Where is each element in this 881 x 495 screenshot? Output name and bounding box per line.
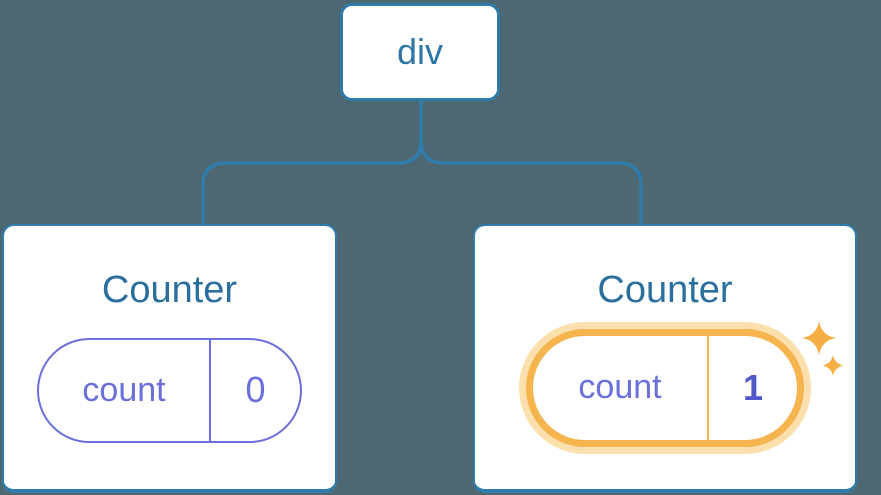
component-title: Counter bbox=[597, 269, 733, 311]
root-node-label: div bbox=[396, 31, 444, 72]
root-node-div: div bbox=[340, 3, 500, 101]
state-value-cell: 0 bbox=[245, 369, 266, 411]
state-key-cell: count bbox=[39, 339, 211, 441]
state-key-cell: count bbox=[533, 335, 709, 440]
state-pill: count 0 bbox=[37, 337, 302, 443]
state-value-cell: 1 bbox=[742, 366, 764, 408]
component-title: Counter bbox=[101, 269, 238, 311]
counter-card-left: Counter count 0 bbox=[2, 224, 337, 493]
connector-right-branch bbox=[419, 100, 643, 226]
counter-card-right: Counter count 1 bbox=[473, 224, 857, 493]
state-pill-highlighted: count 1 bbox=[526, 328, 804, 447]
connector-left-branch bbox=[201, 100, 423, 226]
